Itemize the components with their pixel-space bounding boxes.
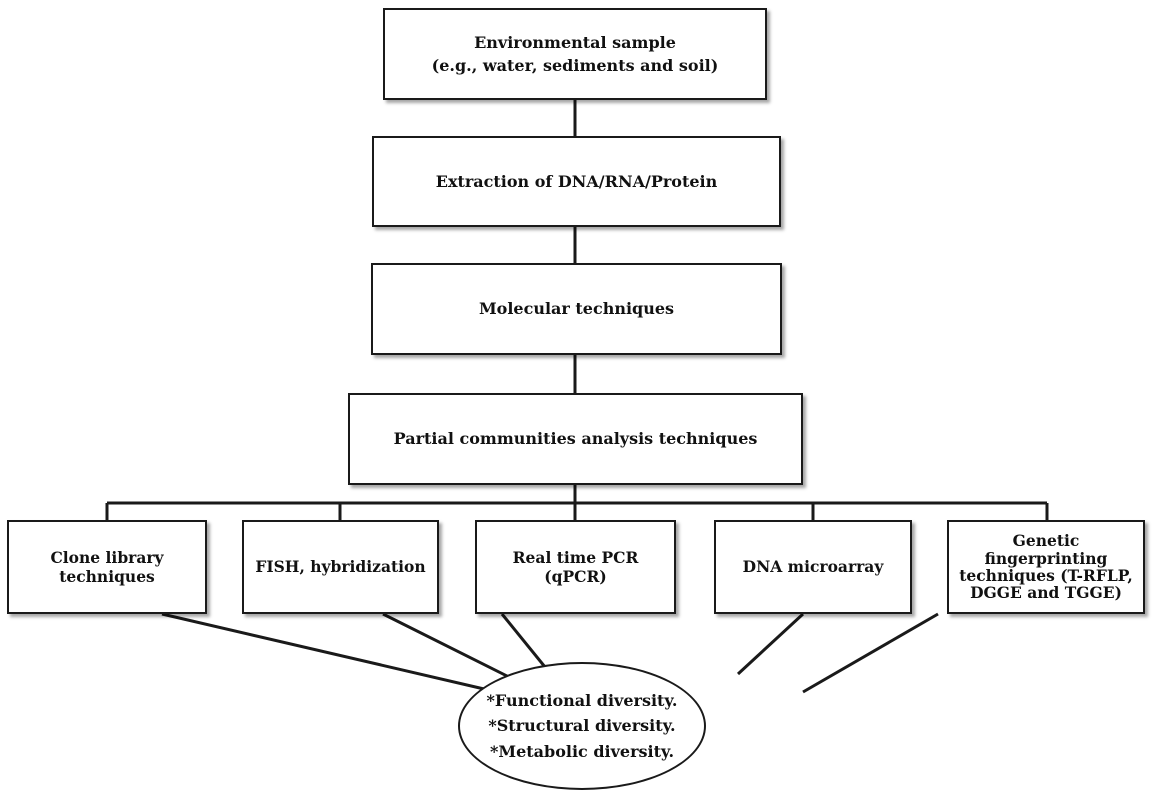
- technique-label-line: (qPCR): [544, 567, 607, 586]
- environmental-sample-title: Environmental sample: [474, 32, 676, 52]
- technique-label-line: DNA microarray: [742, 557, 884, 577]
- extraction-label: Extraction of DNA/RNA/Protein: [435, 171, 718, 191]
- technique-label-line: fingerprinting: [984, 548, 1108, 568]
- technique-box-clone-library: Clone library techniques: [7, 520, 207, 614]
- technique-label-line: Real time PCR: [512, 547, 639, 567]
- connector-qpcr-to-outcomes: [500, 613, 547, 668]
- connector-microarray-to-outcomes: [736, 612, 805, 676]
- technique-box-genetic-fingerprinting: Genetic fingerprinting techniques (T-RFL…: [947, 520, 1145, 614]
- connector-fingerprinting-to-outcomes: [802, 612, 939, 694]
- connector-clone-to-outcomes: [161, 612, 498, 694]
- technique-label-line: Clone library: [50, 547, 164, 567]
- environmental-sample-examples: (e.g., water, sediments and soil): [431, 56, 719, 75]
- technique-label-line: FISH, hybridization: [255, 557, 426, 577]
- technique-box-real-time-pcr: Real time PCR (qPCR): [475, 520, 676, 614]
- structural-diversity-label: *Structural diversity.: [488, 716, 676, 736]
- technique-label-line: techniques: [59, 567, 155, 586]
- molecular-techniques-label: Molecular techniques: [478, 299, 675, 319]
- technique-box-fish-hybridization: FISH, hybridization: [242, 520, 439, 614]
- metabolic-diversity-label: *Metabolic diversity.: [489, 741, 675, 761]
- partial-communities-box: Partial communities analysis techniques: [348, 393, 803, 485]
- diversity-outcomes-ellipse: *Functional diversity. *Structural diver…: [458, 662, 706, 790]
- environmental-sample-box: Environmental sample (e.g., water, sedim…: [383, 8, 767, 100]
- technique-label-line: Genetic: [1012, 531, 1080, 551]
- partial-communities-label: Partial communities analysis techniques: [393, 429, 758, 449]
- extraction-box: Extraction of DNA/RNA/Protein: [372, 136, 781, 227]
- molecular-techniques-box: Molecular techniques: [371, 263, 782, 355]
- functional-diversity-label: *Functional diversity.: [486, 690, 678, 710]
- connector-fish-to-outcomes: [382, 612, 516, 682]
- technique-label-line: techniques (T-RFLP,: [959, 566, 1133, 585]
- technique-box-dna-microarray: DNA microarray: [714, 520, 912, 614]
- technique-label-line: DGGE and TGGE): [970, 583, 1122, 603]
